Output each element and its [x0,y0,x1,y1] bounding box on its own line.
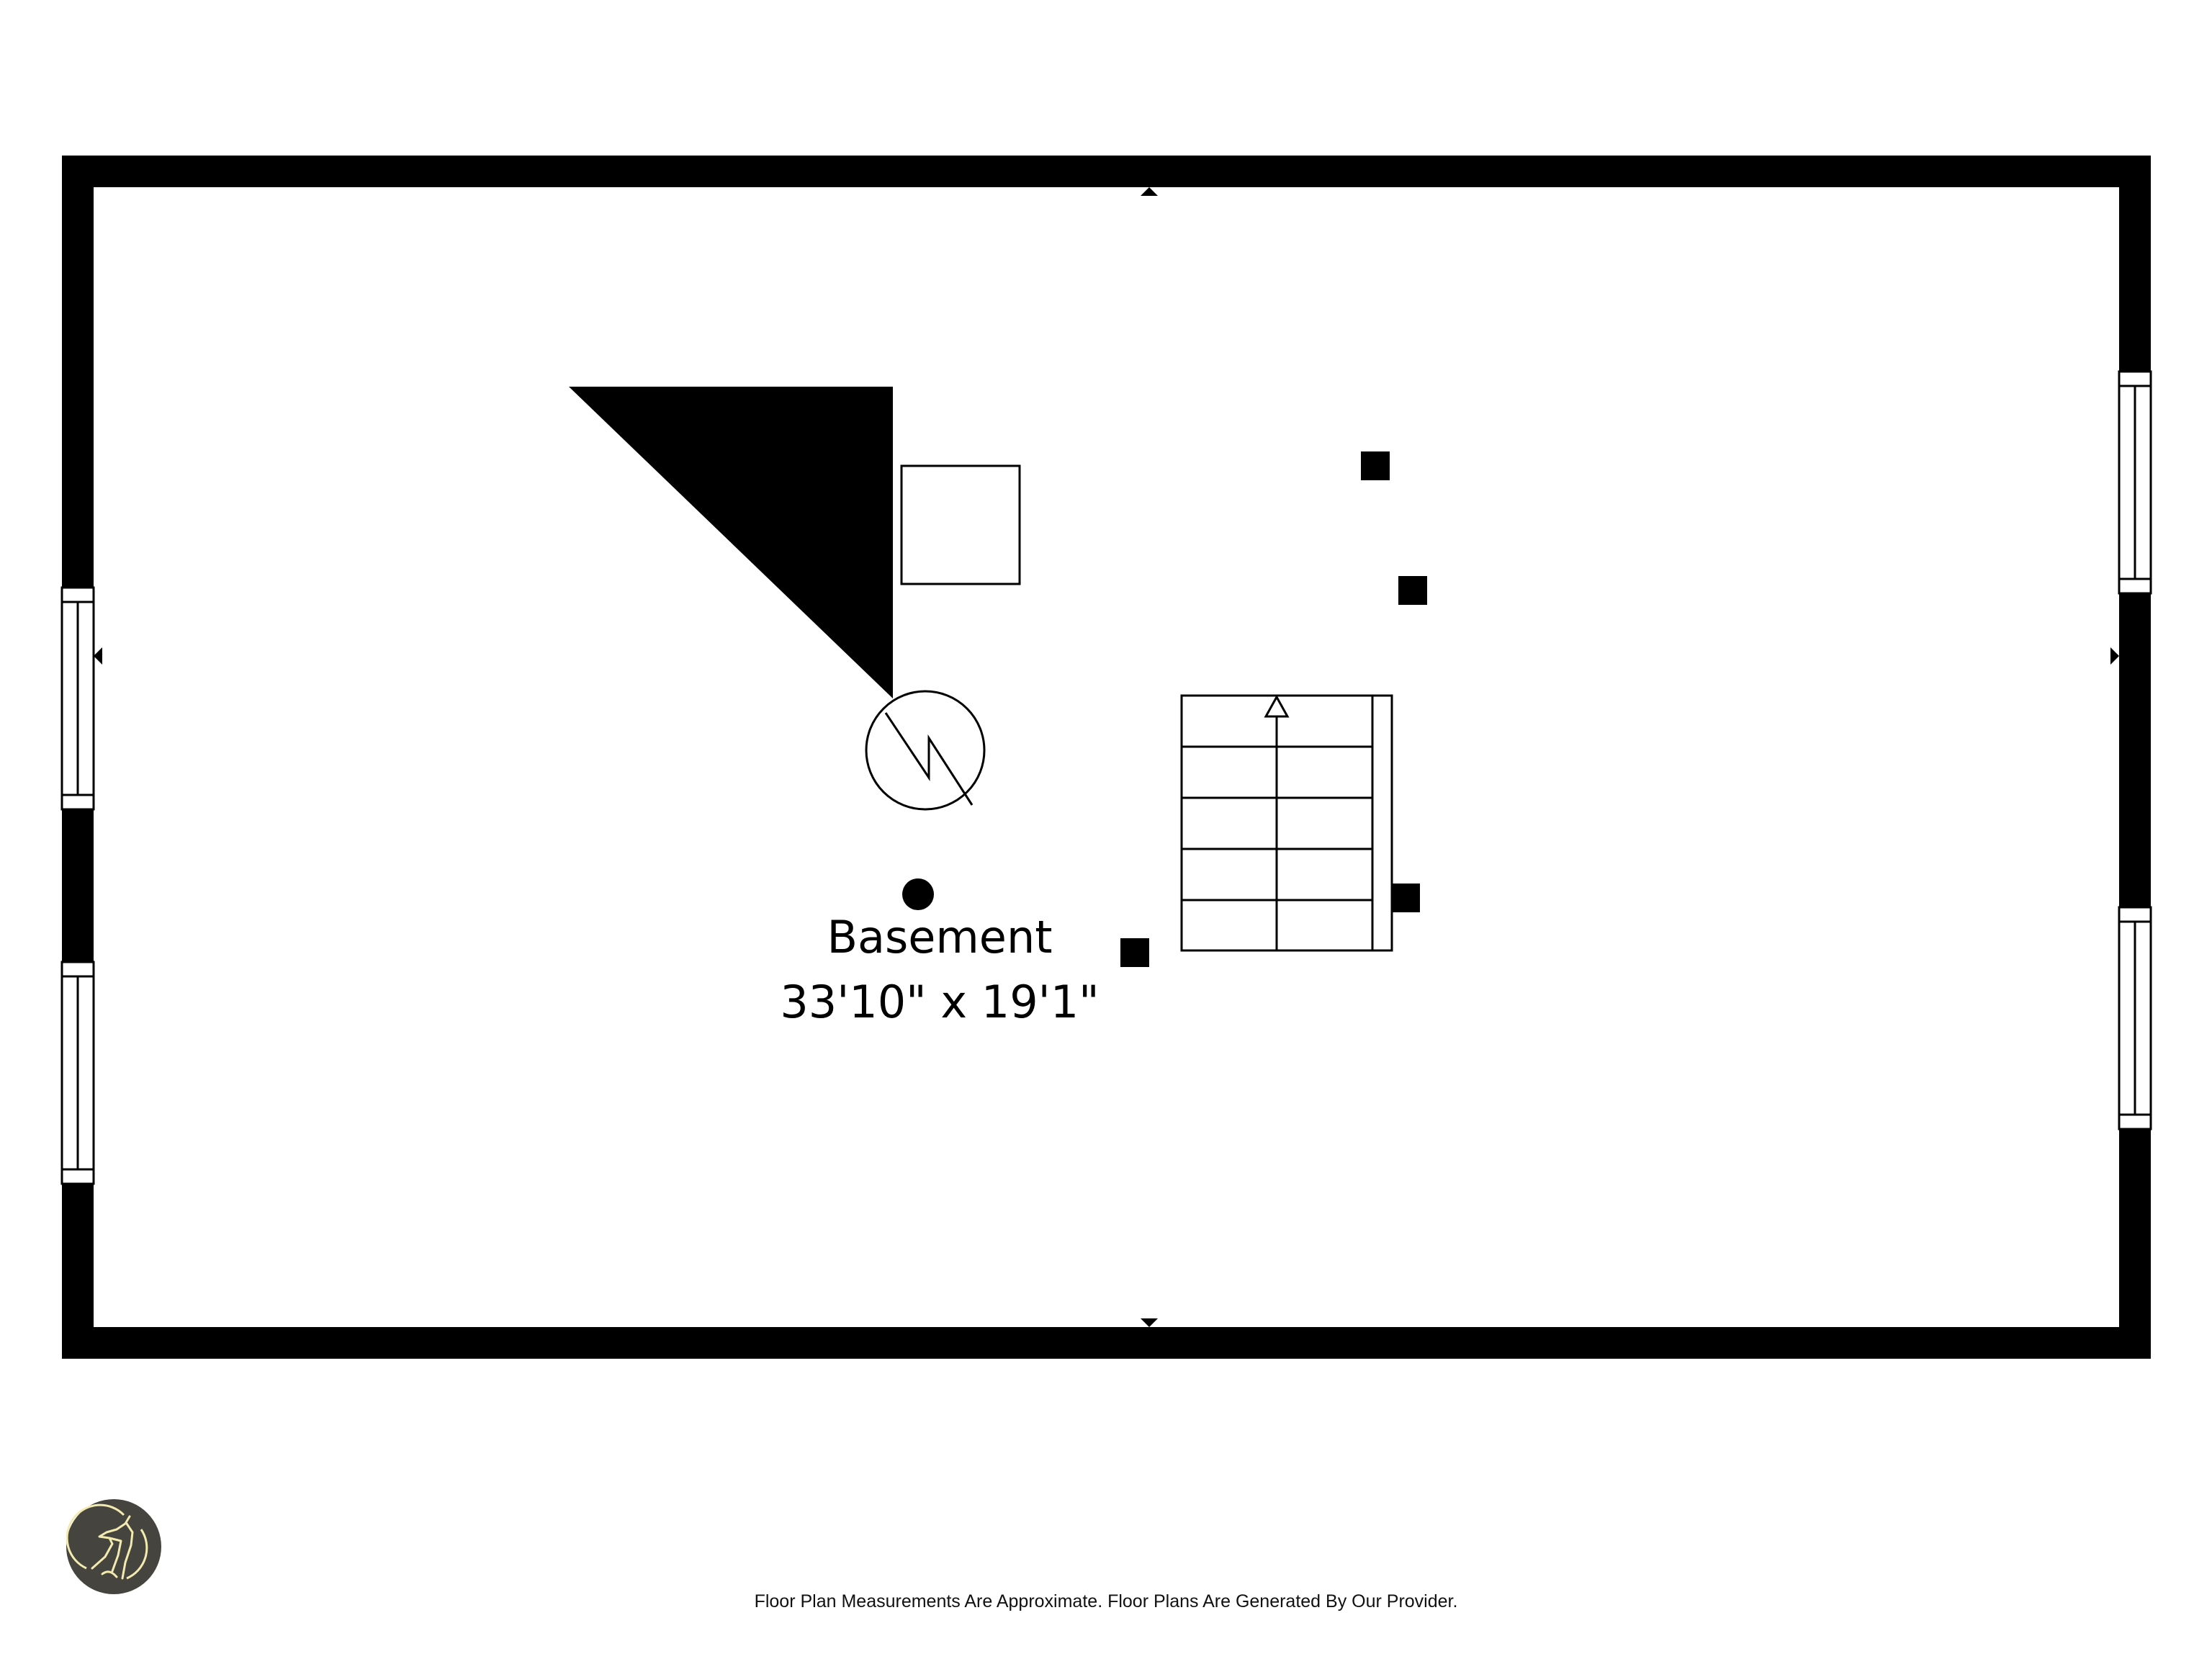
stairs-up-arrow-icon [1264,694,1290,718]
marker-top-icon [1141,187,1158,196]
support-post-icon [1398,576,1427,605]
window-left-lower [60,961,95,1185]
window-right-lower [2118,906,2152,1130]
floor-drain-icon [902,878,934,910]
square-fixture [900,464,1021,585]
howling-wolf-logo-icon [66,1499,161,1594]
water-heater-icon [865,690,986,811]
disclaimer-text: Floor Plan Measurements Are Approximate.… [754,1591,1458,1611]
triangle-fixture [569,387,893,698]
support-post-icon [1391,884,1420,912]
exterior-walls [62,156,2151,1359]
staircase [1180,694,1393,952]
marker-right-icon [2110,647,2119,665]
marker-left-icon [94,647,102,665]
support-post-icon [1120,938,1149,967]
room-dimensions: 33'10" x 19'1" [780,976,1100,1028]
window-right-upper [2118,370,2152,595]
window-left-upper [60,586,95,811]
room-name: Basement [827,911,1053,963]
support-post-icon [1361,451,1390,480]
marker-bottom-icon [1141,1318,1158,1327]
